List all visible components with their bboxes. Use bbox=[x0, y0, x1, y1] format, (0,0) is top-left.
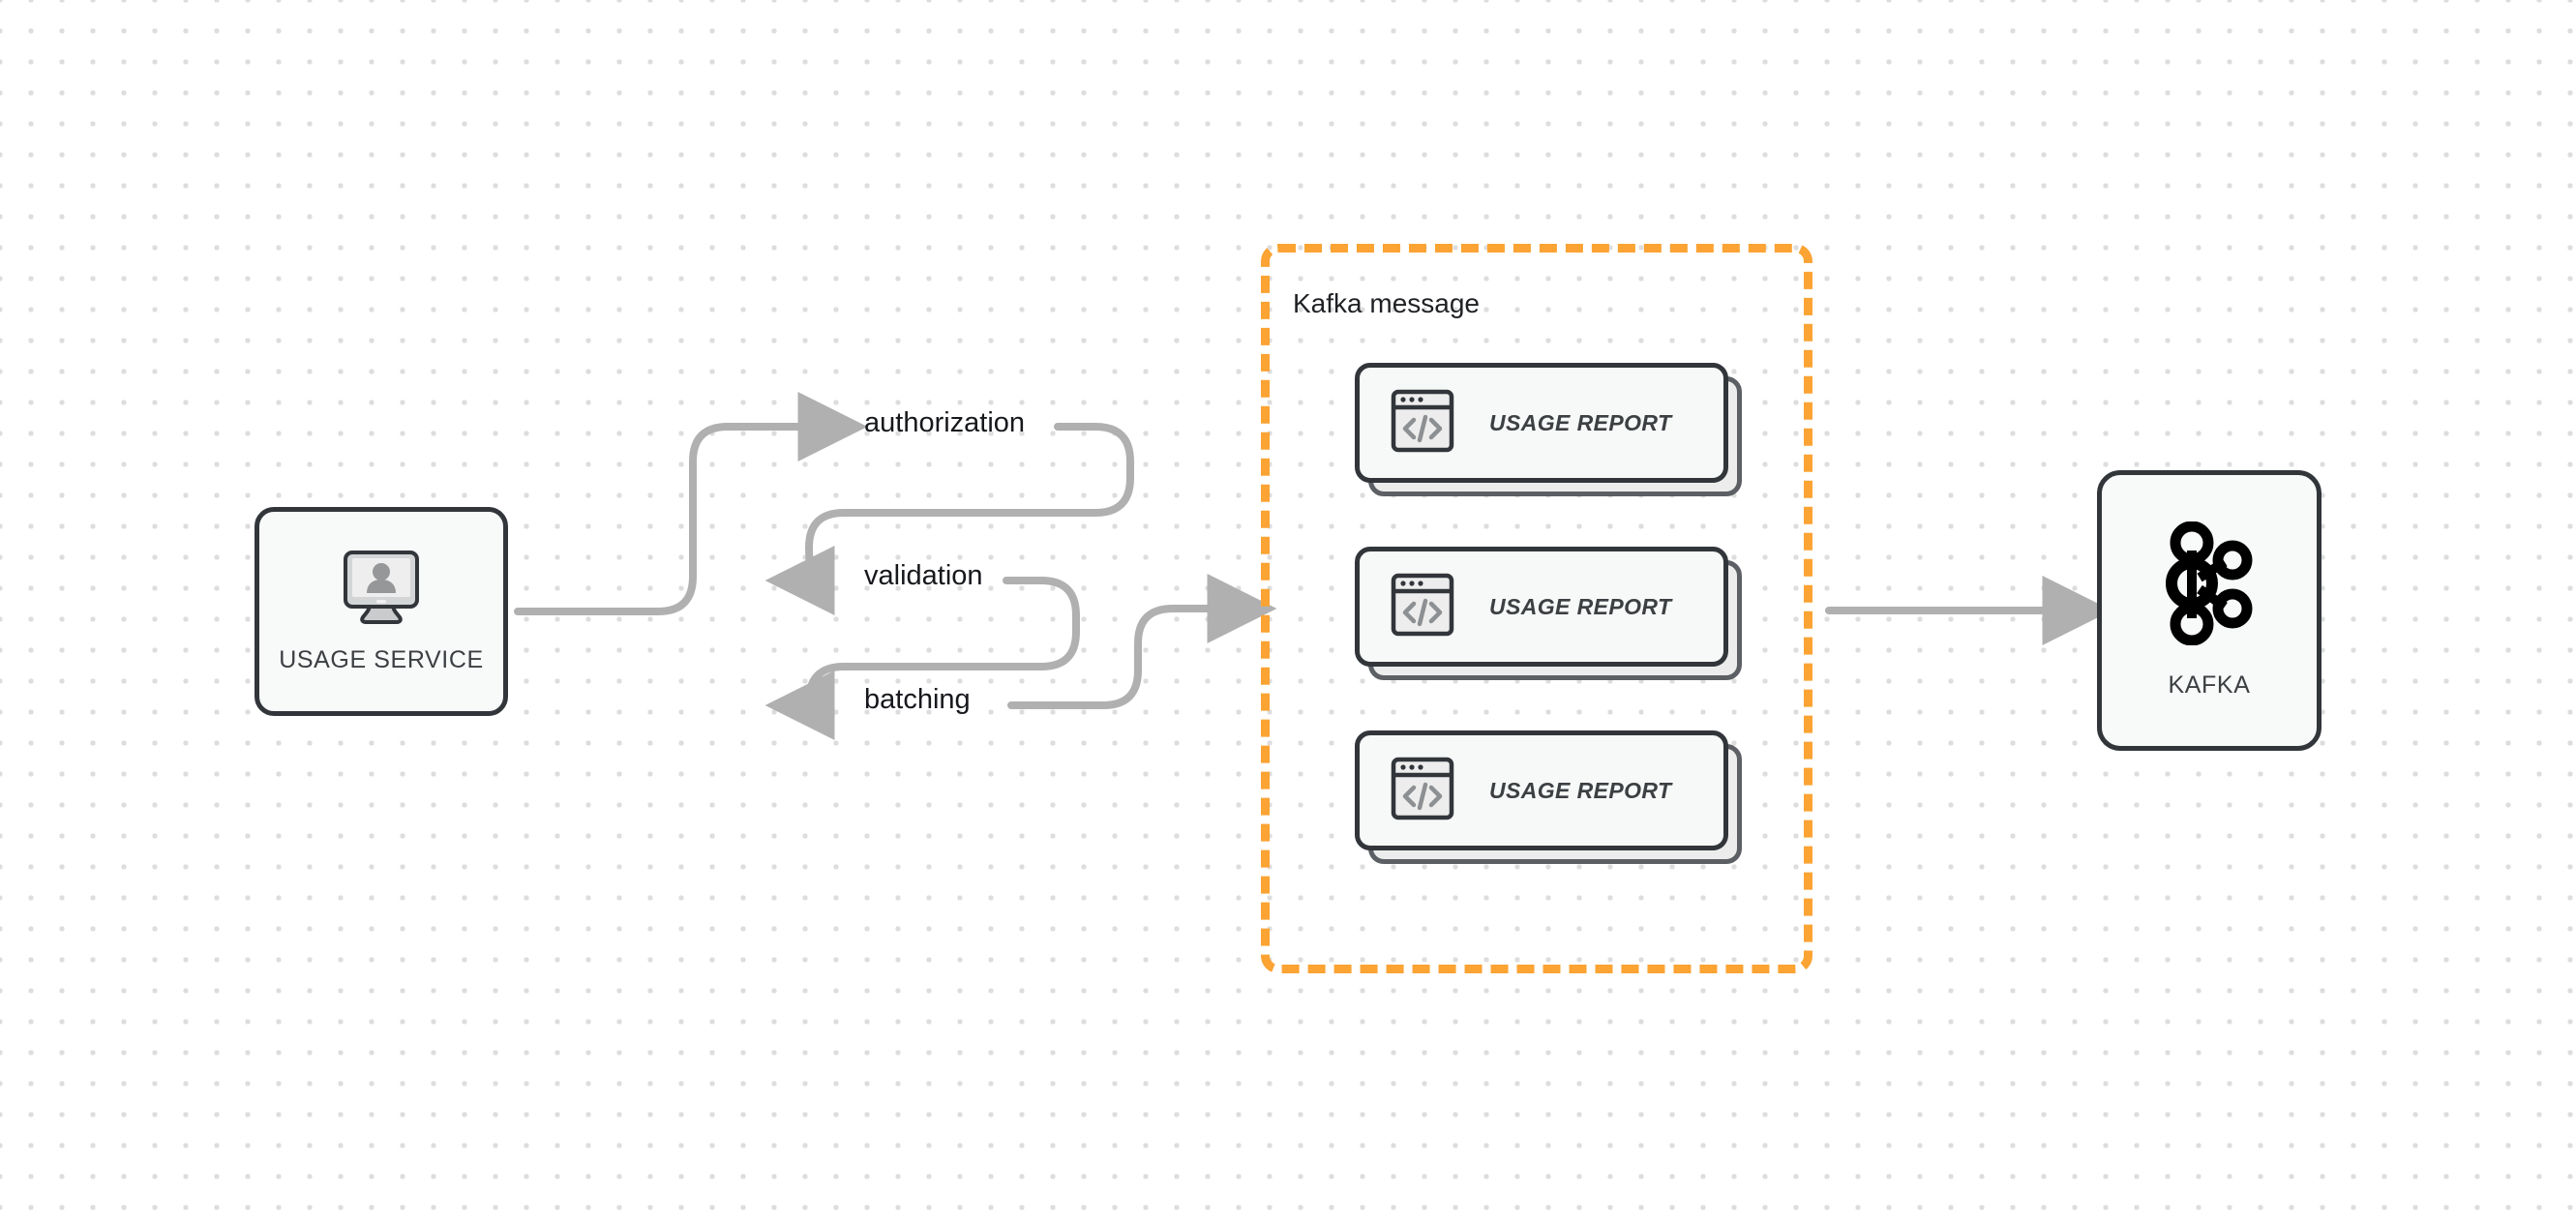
stage-label-authorization: authorization bbox=[864, 407, 1026, 438]
usage-report-card-label: USAGE REPORT bbox=[1489, 593, 1672, 619]
usage-report-card[interactable]: USAGE REPORT bbox=[1355, 547, 1742, 680]
usage-report-card-front[interactable]: USAGE REPORT bbox=[1355, 547, 1728, 667]
usage-report-card-label: USAGE REPORT bbox=[1489, 409, 1672, 435]
stage-label-validation: validation bbox=[864, 560, 983, 591]
code-window-icon bbox=[1391, 389, 1454, 458]
usage-report-card[interactable]: USAGE REPORT bbox=[1355, 363, 1742, 496]
stage-label-batching: batching bbox=[864, 684, 971, 715]
node-usage-service-label: USAGE SERVICE bbox=[279, 646, 484, 673]
kafka-message-title: Kafka message bbox=[1293, 288, 1480, 318]
code-window-icon bbox=[1391, 573, 1454, 641]
node-kafka-label: KAFKA bbox=[2168, 671, 2251, 699]
node-usage-service[interactable]: USAGE SERVICE bbox=[255, 507, 508, 716]
usage-report-card-label: USAGE REPORT bbox=[1489, 777, 1672, 803]
code-window-icon bbox=[1391, 757, 1454, 825]
usage-report-card[interactable]: USAGE REPORT bbox=[1355, 730, 1742, 864]
kafka-logo-icon bbox=[2161, 521, 2258, 650]
edge-batching-to-kafka-message bbox=[1007, 574, 1277, 709]
edge-usage-service-to-authorization bbox=[514, 392, 868, 615]
usage-report-card-front[interactable]: USAGE REPORT bbox=[1355, 730, 1728, 850]
usage-report-card-front[interactable]: USAGE REPORT bbox=[1355, 363, 1728, 483]
kafka-message-group bbox=[1261, 244, 1812, 973]
monitor-user-icon bbox=[340, 549, 423, 631]
edge-authorization-to-validation bbox=[764, 423, 1134, 615]
node-kafka[interactable]: KAFKA bbox=[2097, 470, 2321, 751]
